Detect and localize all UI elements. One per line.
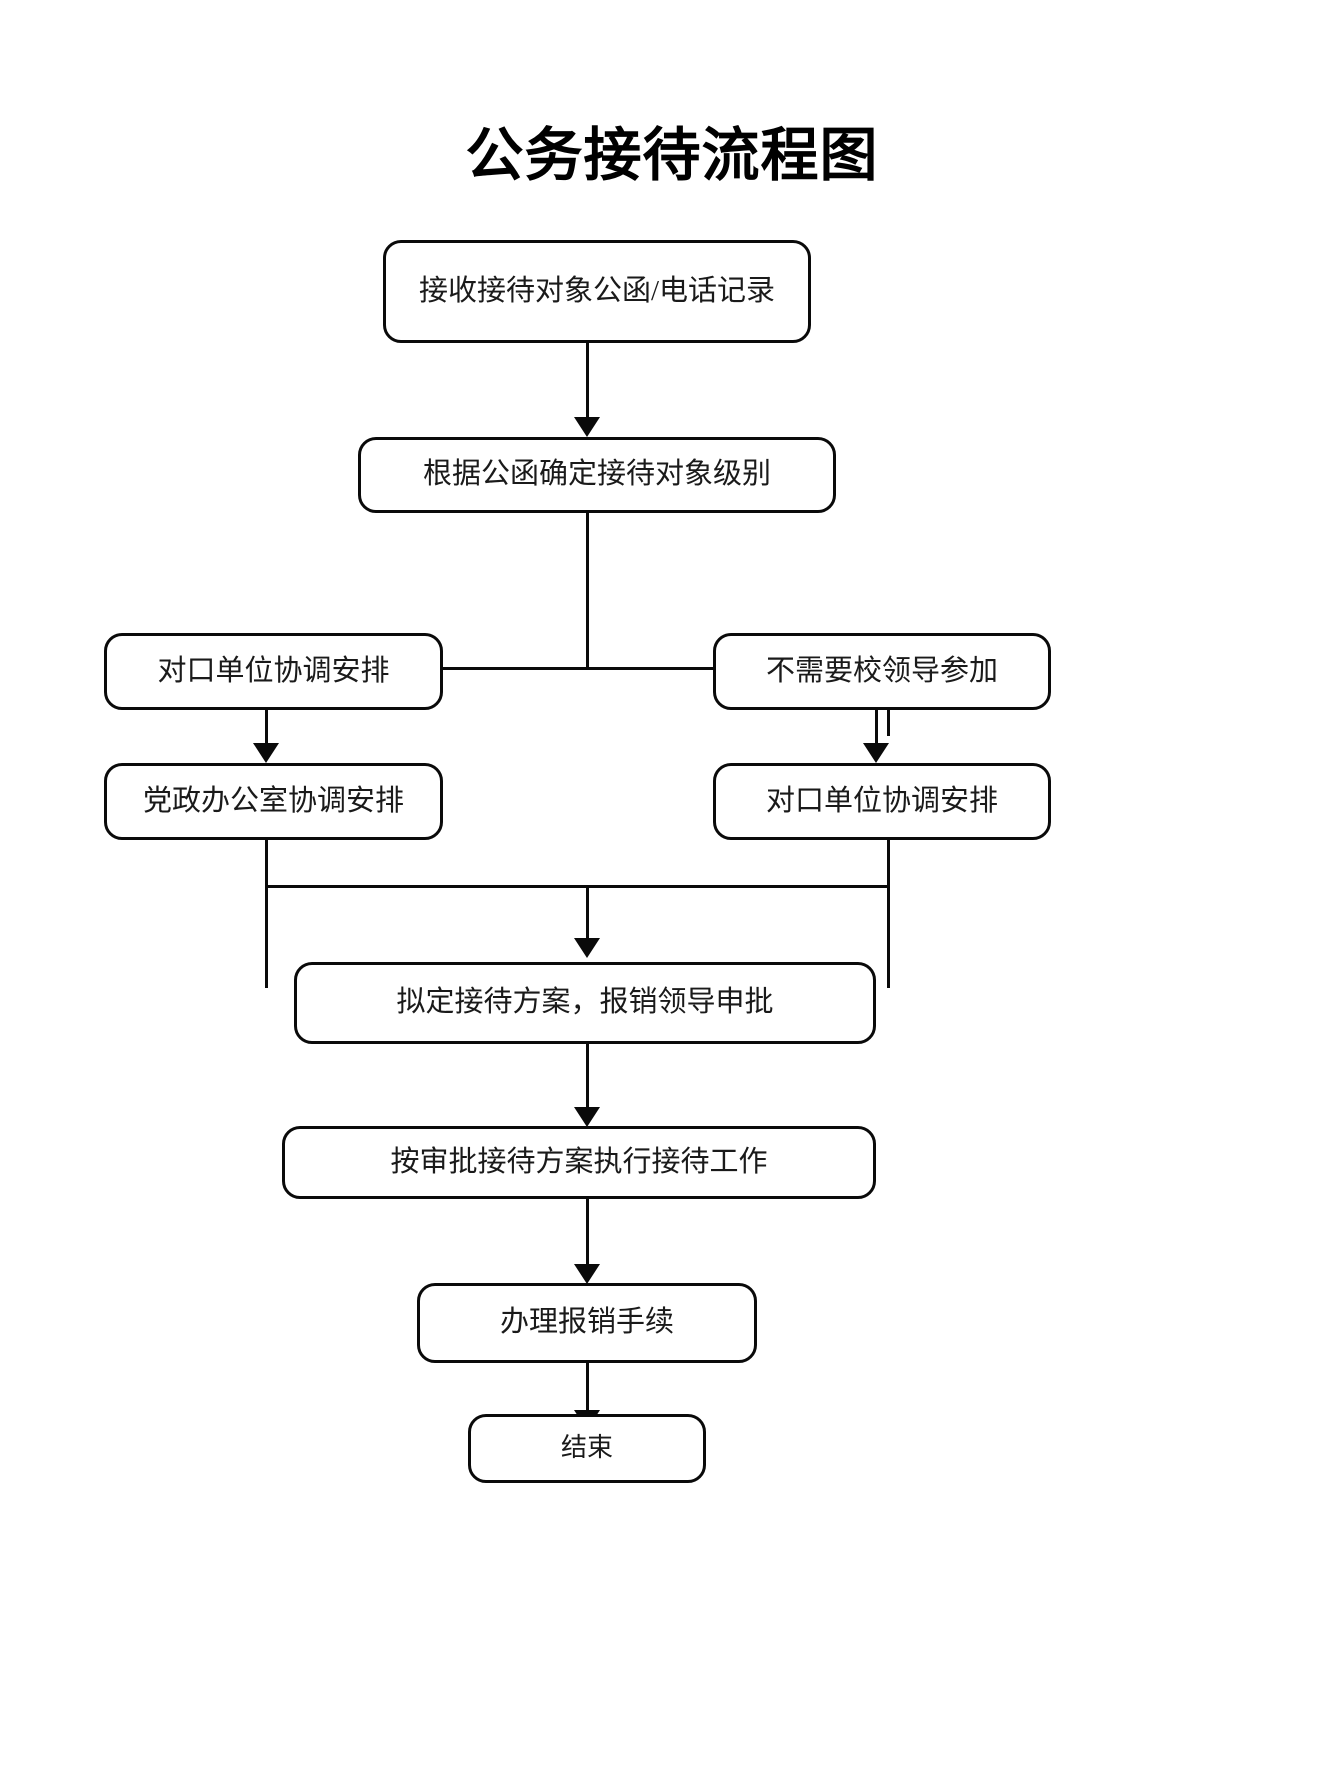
flow-node-draft-plan-approval[interactable]: 拟定接待方案，报销领导申批: [294, 962, 876, 1044]
edge-merge-right-stem: [887, 840, 890, 988]
flow-node-label: 根据公函确定接待对象级别: [422, 458, 771, 491]
edge-merge-arrow: [574, 938, 600, 958]
flow-node-unit-coordination-right[interactable]: 对口单位协调安排: [713, 763, 1051, 840]
flow-node-label: 拟定接待方案，报销领导申批: [396, 986, 774, 1019]
edge-split-bus: [265, 667, 890, 670]
flow-node-label: 结束: [560, 1433, 613, 1463]
flow-node-label: 党政办公室协调安排: [142, 784, 404, 817]
edge-n9-n10-line: [586, 1363, 589, 1415]
flow-node-label: 对口单位协调安排: [765, 784, 998, 817]
flow-node-reimbursement[interactable]: 办理报销手续: [417, 1283, 757, 1363]
edge-n8-n9-line: [586, 1199, 589, 1269]
edge-n8-n9-arrow: [574, 1264, 600, 1284]
edge-split-stem: [586, 513, 589, 670]
edge-merge-left-stem: [265, 840, 268, 988]
flow-node-label: 接收接待对象公函/电话记录: [418, 274, 776, 307]
flow-node-end[interactable]: 结束: [468, 1414, 706, 1483]
flow-node-no-leader-needed[interactable]: 不需要校领导参加: [713, 633, 1051, 710]
flow-node-label: 按审批接待方案执行接待工作: [390, 1145, 768, 1178]
edge-n1-n2-line: [586, 343, 589, 421]
edge-n3-n5-line: [265, 710, 268, 749]
flow-node-execute-reception[interactable]: 按审批接待方案执行接待工作: [282, 1126, 876, 1199]
edge-n1-n2-arrow: [574, 417, 600, 437]
edge-merge-center-drop: [586, 885, 589, 944]
edge-n7-n8-line: [586, 1044, 589, 1112]
flow-node-receive-letter[interactable]: 接收接待对象公函/电话记录: [383, 240, 811, 343]
flow-node-label: 对口单位协调安排: [157, 654, 390, 687]
flow-node-label: 不需要校领导参加: [765, 654, 998, 687]
flow-node-party-office-coordination[interactable]: 党政办公室协调安排: [104, 763, 443, 840]
edge-n4-n6-arrow: [863, 743, 889, 763]
page-title: 公务接待流程图: [465, 123, 879, 188]
edge-n4-n6-line: [875, 710, 878, 749]
edge-n3-n5-arrow: [253, 743, 279, 763]
flow-node-label: 办理报销手续: [499, 1306, 674, 1339]
edge-merge-bus: [265, 885, 890, 888]
flow-node-unit-coordination-left[interactable]: 对口单位协调安排: [104, 633, 443, 710]
edge-n7-n8-arrow: [574, 1107, 600, 1127]
flow-node-determine-level[interactable]: 根据公函确定接待对象级别: [358, 437, 836, 513]
